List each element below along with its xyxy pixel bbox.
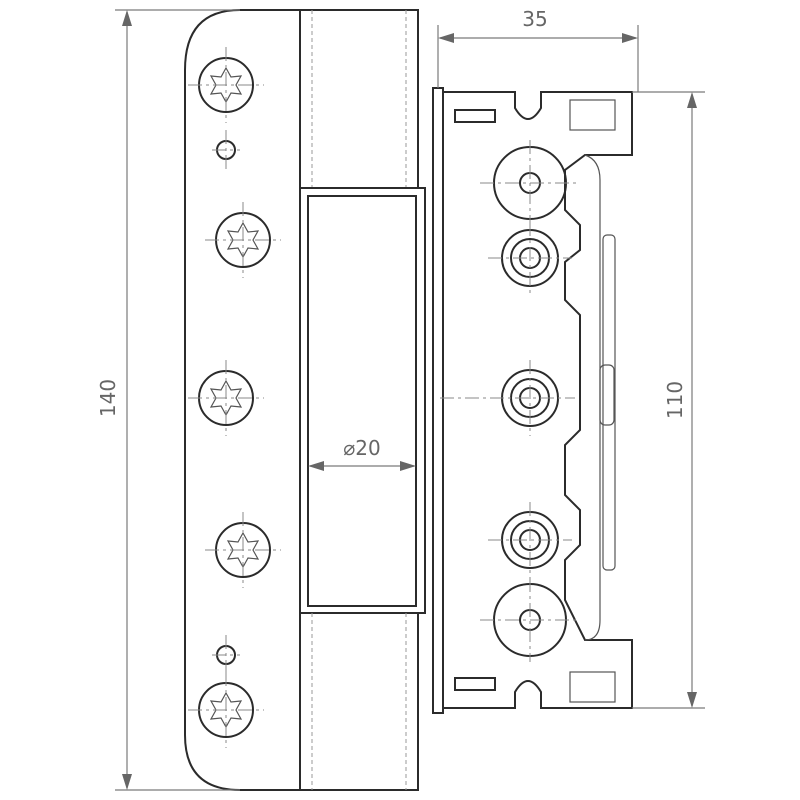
left-leaf-plate (184, 9, 301, 791)
dimension-total-height: 140 (96, 9, 240, 791)
dimension-mount-height: 110 (632, 91, 705, 709)
mounting-hole (480, 578, 580, 662)
mounting-hole (440, 360, 575, 436)
screw-hole-torx (187, 671, 265, 749)
dimension-label-diameter-20: ⌀20 (343, 436, 381, 460)
screw-hole-torx (187, 359, 265, 437)
hinge-knuckle (299, 9, 426, 791)
dimension-label-110: 110 (663, 381, 687, 419)
screw-hole-torx (204, 511, 282, 589)
right-mounting-body (432, 87, 633, 714)
dimension-label-140: 140 (96, 379, 120, 417)
mounting-hole (488, 502, 572, 578)
screw-hole-torx (187, 46, 265, 124)
dimension-label-35: 35 (522, 7, 547, 31)
dimension-pin-diameter: ⌀20 (308, 436, 416, 471)
screw-hole-torx (204, 201, 282, 279)
dimension-body-depth: 35 (437, 7, 639, 92)
pilot-hole (212, 130, 240, 170)
mounting-hole (480, 140, 580, 226)
mounting-hole (488, 222, 572, 294)
pilot-hole (212, 635, 240, 675)
